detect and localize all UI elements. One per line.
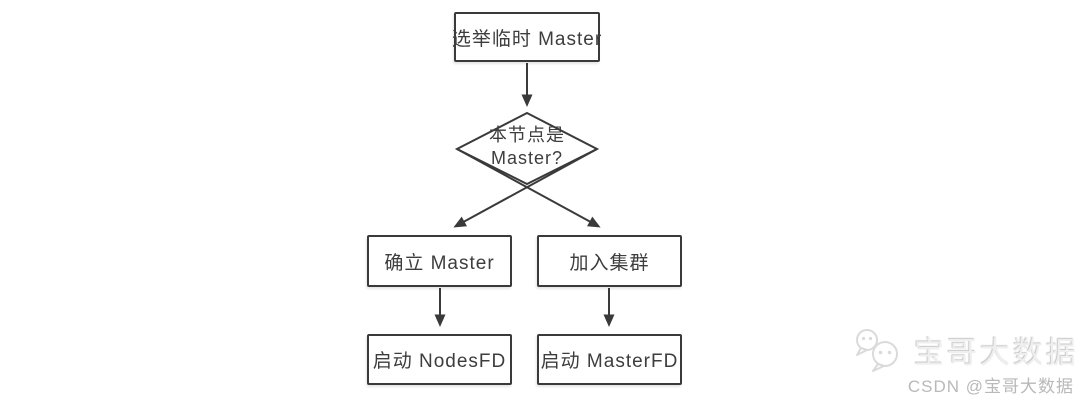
- node-elect-label: 选举临时 Master: [451, 28, 603, 50]
- node-start-nodesfd: 启动 NodesFD: [367, 334, 512, 385]
- node-masterfd-label: 启动 MasterFD: [540, 351, 679, 372]
- arrow-decision-to-join: [456, 148, 601, 228]
- decision-diamond: [454, 111, 600, 186]
- csdn-credit-text: CSDN @宝哥大数据: [907, 377, 1074, 396]
- node-elect-temp-master: 选举临时 Master: [451, 12, 603, 62]
- wechat-icon: [856, 329, 898, 372]
- connector-lines: [434, 63, 615, 327]
- node-establish-master: 确立 Master: [367, 235, 512, 287]
- node-join-cluster: 加入集群: [537, 235, 682, 287]
- node-join-label: 加入集群: [569, 252, 650, 274]
- watermark: 宝哥大数据: [852, 327, 1079, 373]
- watermark-brand-text: 宝哥大数据: [914, 337, 1079, 370]
- decision-label-line1: 本节点是: [489, 125, 565, 145]
- node-start-masterfd: 启动 MasterFD: [537, 334, 682, 385]
- node-establish-label: 确立 Master: [384, 252, 495, 274]
- node-nodesfd-label: 启动 NodesFD: [372, 351, 507, 372]
- decision-label: 本节点是 Master?: [452, 124, 602, 170]
- decision-label-line2: Master?: [490, 148, 564, 168]
